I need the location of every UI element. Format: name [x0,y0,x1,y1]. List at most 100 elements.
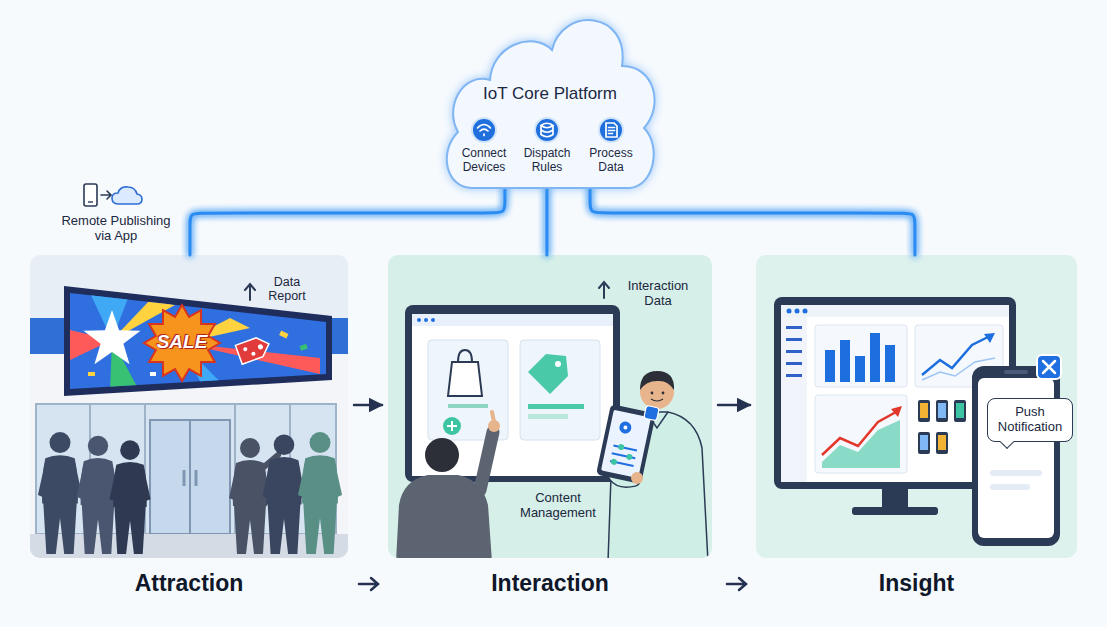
platform-link [545,186,548,255]
service-icon [535,118,559,142]
dashboard-scene [956,403,964,418]
sale-badge: SALE [142,331,222,353]
kiosk-scene [623,425,628,430]
kiosk-scene [480,432,493,490]
kiosk-scene [640,371,674,390]
kiosk-scene [424,318,428,322]
store-scene [298,432,342,554]
dashboard-scene [1043,361,1055,373]
dashboard-scene [787,309,792,314]
dashboard-scene [795,309,800,314]
store-scene [183,470,186,486]
dashboard-scene [855,356,865,382]
store-scene [235,334,272,364]
kiosk-scene [520,340,600,440]
dashboard-scene [891,406,902,417]
store-scene [251,351,256,356]
kiosk-scene [425,438,459,472]
stage-heading: Attraction [30,570,348,596]
store-scene [243,347,248,352]
panel-ground [30,255,348,558]
stage-arrow [718,404,750,407]
label-slot: Data Report [257,275,317,304]
service-glyph [606,123,617,137]
kiosk-scene [488,420,500,432]
service-glyph [541,123,553,137]
panel-ground [756,255,1077,558]
label-slot: Connect Devices [455,147,513,175]
service-icon [535,118,559,142]
label-slot: Dispatch Rules [518,147,576,175]
dashboard-scene [918,400,930,422]
kiosk-scene [601,410,651,479]
platform-link [590,186,915,255]
dashboard-scene [870,333,880,382]
stage-heading: Insight [756,570,1077,596]
connector-group [190,186,915,405]
service-glyph [478,125,491,136]
dashboard-scene [815,395,907,473]
label-slot: Process Data [582,147,640,175]
store-scene [30,286,348,558]
flow-note: Interaction Data [616,279,700,309]
dashboard-scene [936,432,948,454]
store-scene [70,293,320,392]
stage-arrow [354,404,382,407]
kiosk-scene [405,305,620,482]
publishing-note: Remote Publishing via App [52,214,180,244]
kiosk-scene [631,472,643,484]
service-label: Connect Devices [455,147,513,175]
dashboard-scene [1037,355,1061,379]
kiosk-scene [447,421,457,431]
dashboard-scene [936,400,948,422]
service-label: Process Data [582,147,640,175]
dashboard-scene [786,362,802,365]
dashboard-scene [786,374,802,377]
store-scene [88,372,95,376]
kiosk-scene [528,414,568,419]
store-scene [109,440,150,554]
dashboard-scene [781,317,807,482]
dashboard-scene [786,350,802,353]
kiosk-scene [412,314,613,476]
kiosk-scene [626,453,633,460]
dashboard-scene [990,470,1042,476]
stage-panel: Push NotificationInsight [756,255,1077,558]
dashboard-scene [786,326,802,329]
kiosk-scene [610,458,617,465]
label-slot: Remote Publishing via App [52,214,180,244]
kiosk-scene [651,392,654,395]
kiosk-scene [443,417,461,435]
dashboard-scene [786,338,802,341]
kiosk-scene [396,305,708,558]
dashboard-scene [822,412,896,455]
service-icon [472,118,496,142]
kiosk-scene [412,314,613,326]
dashboard-scene [938,435,946,450]
kiosk-scene [448,362,482,396]
service-label: Dispatch Rules [518,147,576,175]
kiosk-scene [651,399,663,401]
service-icon [599,118,623,142]
store-scene [299,344,307,351]
store-scene [150,372,156,376]
notification-text: Push Notification [992,405,1068,435]
kiosk-scene [662,392,665,395]
flow-arrow [359,578,378,590]
kiosk-scene [644,405,659,420]
label-slot: Interaction Data [616,279,700,309]
kiosk-scene [448,404,488,408]
platform-link [190,186,505,255]
store-scene [195,470,198,486]
dashboard-scene [918,432,930,454]
publish-icon [84,184,97,206]
kiosk-scene [555,361,561,367]
kiosk-scene [613,445,636,450]
kiosk-scene [618,420,632,434]
dashboard-scene [920,403,928,418]
upload-arrow [245,284,255,300]
dashboard-scene [781,305,1009,317]
kiosk-scene [596,398,659,484]
